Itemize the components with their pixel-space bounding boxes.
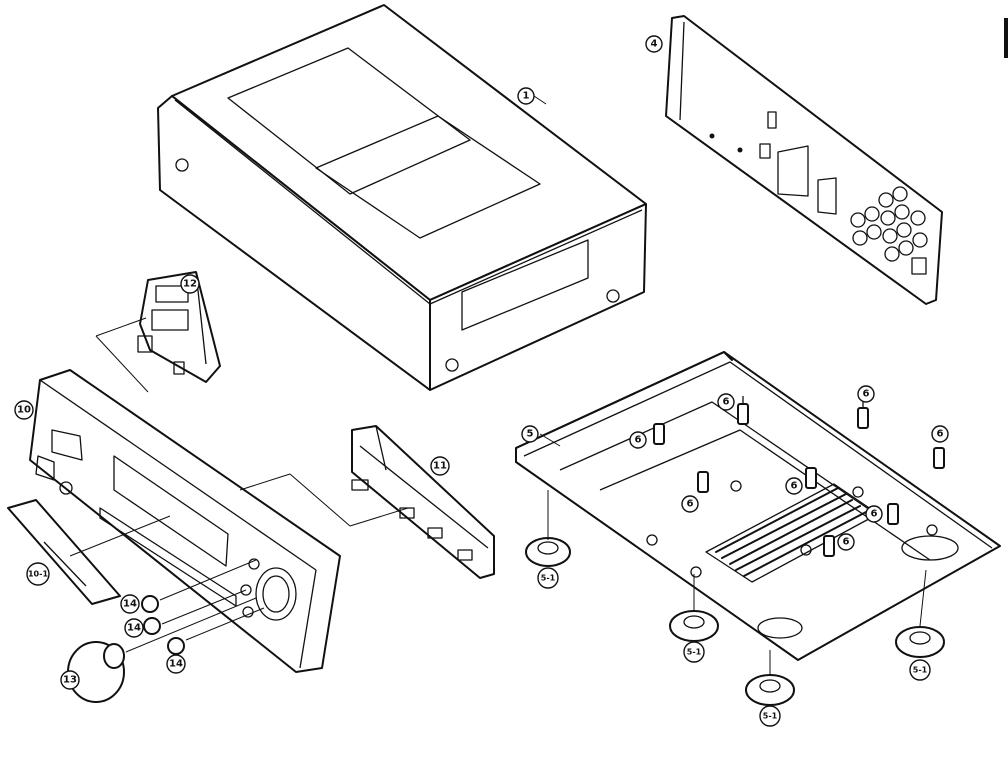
callout-11: 11 <box>430 456 450 476</box>
foot-part-3 <box>745 674 795 706</box>
volume-knob-part <box>67 641 125 703</box>
spacer-screws <box>653 396 945 557</box>
foot-part-2 <box>669 610 719 642</box>
svg-text:5-1: 5-1 <box>687 648 702 657</box>
svg-text:10: 10 <box>17 405 31 416</box>
callout-6: 6 <box>931 425 949 443</box>
callout-14: 14 <box>120 594 140 614</box>
foot-part-1 <box>525 537 571 567</box>
svg-text:1: 1 <box>523 91 530 102</box>
svg-text:5-1: 5-1 <box>763 712 778 721</box>
callout-5-1: 5-1 <box>683 641 705 663</box>
svg-text:5-1: 5-1 <box>541 574 556 583</box>
svg-text:14: 14 <box>127 623 141 634</box>
svg-text:6: 6 <box>723 397 730 408</box>
svg-text:13: 13 <box>63 675 77 686</box>
callout-6: 6 <box>785 477 803 495</box>
svg-text:10-1: 10-1 <box>28 570 48 579</box>
callout-14: 14 <box>166 654 186 674</box>
callout-5-1: 5-1 <box>909 659 931 681</box>
foot-part-4 <box>895 626 945 658</box>
callout-6: 6 <box>865 505 883 523</box>
display-window-part <box>7 499 121 605</box>
callout-6: 6 <box>629 431 647 449</box>
svg-text:6: 6 <box>863 389 870 400</box>
svg-text:12: 12 <box>183 279 197 290</box>
svg-text:6: 6 <box>843 537 850 548</box>
callout-6: 6 <box>857 385 875 403</box>
callout-6: 6 <box>717 393 735 411</box>
callout-5: 5 <box>521 425 539 443</box>
svg-text:6: 6 <box>871 509 878 520</box>
button-strip-part <box>351 425 495 579</box>
callout-4: 4 <box>645 35 663 53</box>
svg-text:5-1: 5-1 <box>913 666 928 675</box>
svg-text:14: 14 <box>123 599 137 610</box>
callout-10: 10 <box>14 400 34 420</box>
callout-1: 1 <box>517 87 535 105</box>
chassis-part <box>515 351 1001 661</box>
svg-text:6: 6 <box>687 499 694 510</box>
chassis-vent-slots <box>715 487 867 577</box>
svg-text:4: 4 <box>651 39 658 50</box>
leader-lines <box>69 95 927 674</box>
svg-text:6: 6 <box>791 481 798 492</box>
callout-5-1: 5-1 <box>759 705 781 727</box>
front-panel-part <box>29 369 341 673</box>
callout-5-1: 5-1 <box>537 567 559 589</box>
callout-6: 6 <box>837 533 855 551</box>
callout-13: 13 <box>60 670 80 690</box>
svg-text:14: 14 <box>169 659 183 670</box>
small-knobs <box>141 595 185 655</box>
top-cover-part <box>157 4 647 391</box>
svg-text:6: 6 <box>937 429 944 440</box>
svg-text:6: 6 <box>635 435 642 446</box>
svg-text:11: 11 <box>433 461 447 472</box>
callout-12: 12 <box>180 274 200 294</box>
callout-14: 14 <box>124 618 144 638</box>
bracket-part <box>137 271 221 383</box>
rear-panel-part <box>665 15 943 305</box>
callout-10-1: 10-1 <box>26 562 50 586</box>
callout-6: 6 <box>681 495 699 513</box>
page-edge-mark <box>1004 18 1008 58</box>
svg-text:5: 5 <box>527 429 534 440</box>
